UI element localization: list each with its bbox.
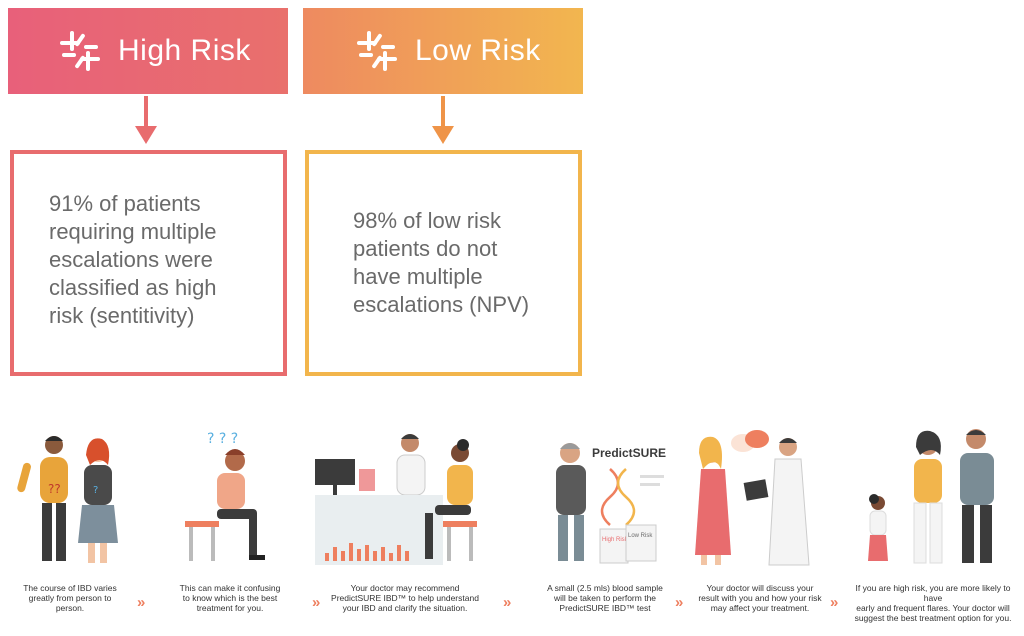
step-4: PredictSURE High Risk Low Risk A small (… <box>540 425 670 625</box>
high-risk-header: High Risk <box>8 8 288 94</box>
high-risk-label: High Risk <box>118 34 251 67</box>
low-risk-header: Low Risk <box>303 8 583 94</box>
family-illustration <box>868 429 994 564</box>
box-line: requiring multiple <box>49 219 217 244</box>
svg-text:?: ? <box>93 485 98 496</box>
svg-text:??: ?? <box>48 482 61 496</box>
predictsure-logo-icon <box>357 31 397 71</box>
predictsure-brand: PredictSURE <box>592 446 666 460</box>
box-line: patients do not <box>353 236 498 261</box>
question-marks: ? ? ? <box>207 431 238 447</box>
arrow-down-icon <box>135 96 157 144</box>
box-line: 98% of low risk <box>353 208 501 233</box>
confused-man-illustration: ? ? ? <box>185 431 265 561</box>
box-line: risk (sentitivity) <box>49 303 195 328</box>
chevron-right-icon: » <box>675 594 684 611</box>
chevron-right-icon: » <box>137 594 146 611</box>
doctor-discussion-illustration <box>695 430 810 566</box>
box-line: escalations were <box>49 247 213 272</box>
box-line: escalations (NPV) <box>353 292 530 317</box>
chevron-right-icon: » <box>830 594 839 611</box>
predictsure-logo-icon <box>60 31 100 71</box>
low-risk-label: Low Risk <box>415 34 541 67</box>
doc-high-label: High Risk <box>602 537 629 543</box>
arrow-down-icon <box>432 96 454 144</box>
low-risk-box: 98% of low risk patients do not have mul… <box>305 150 582 376</box>
doc-low-label: Low Risk <box>628 533 653 539</box>
box-line: 91% of patients <box>49 191 201 216</box>
couple-illustration: ?? ? <box>17 436 118 563</box>
step-caption: If you are high risk, you are more likel… <box>854 583 1012 623</box>
box-line: classified as high <box>49 275 217 300</box>
doctor-consultation-illustration <box>315 434 477 565</box>
chevron-right-icon: » <box>503 594 512 611</box>
box-line: have multiple <box>353 264 483 289</box>
step-6: If you are high risk, you are more likel… <box>848 425 1018 625</box>
blood-sample-illustration: PredictSURE High Risk Low Risk <box>556 443 666 564</box>
high-risk-box: 91% of patients requiring multiple escal… <box>10 150 287 376</box>
